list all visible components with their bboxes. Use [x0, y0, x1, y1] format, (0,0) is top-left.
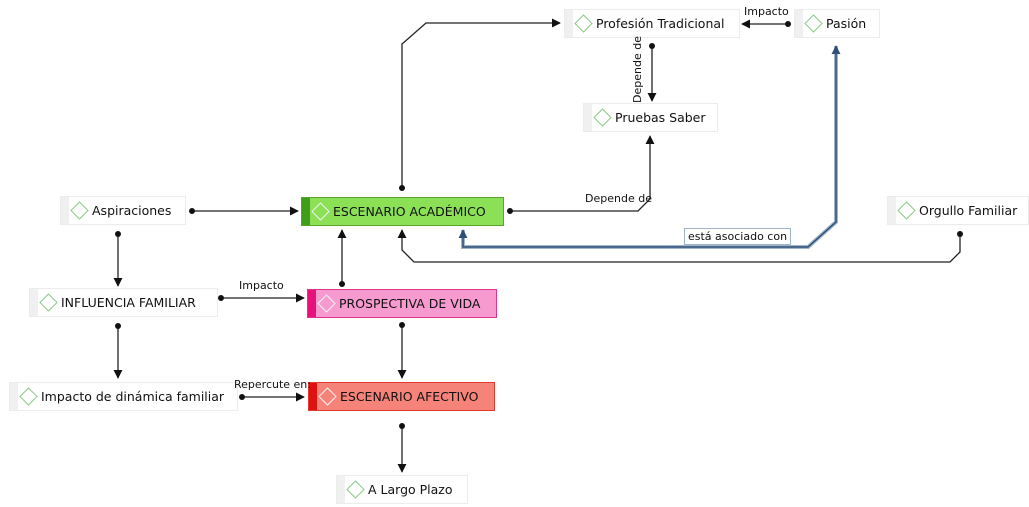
connector-dot	[399, 185, 405, 191]
node-label: A Largo Plazo	[368, 482, 453, 497]
node-label: ESCENARIO ACADÉMICO	[333, 204, 486, 219]
node-orgullo-familiar[interactable]: Orgullo Familiar	[887, 196, 1029, 225]
node-escenario-afectivo[interactable]: ESCENARIO AFECTIVO	[308, 382, 495, 411]
diamond-icon	[318, 387, 337, 406]
diamond-icon	[317, 294, 336, 313]
diamond-icon	[346, 480, 365, 499]
node-label: INFLUENCIA FAMILIAR	[61, 295, 196, 310]
connector-dot	[399, 423, 405, 429]
diamond-icon	[804, 14, 823, 33]
node-impacto-dinamica-familiar[interactable]: Impacto de dinámica familiar	[9, 382, 238, 411]
node-pruebas-saber[interactable]: Pruebas Saber	[583, 103, 718, 132]
diamond-icon	[897, 201, 916, 220]
node-a-largo-plazo[interactable]: A Largo Plazo	[336, 475, 468, 504]
node-label: Orgullo Familiar	[919, 203, 1018, 218]
edge-label-impacto-mid: Impacto	[239, 279, 284, 292]
diamond-icon	[39, 293, 58, 312]
edge-label-asociado[interactable]: está asociado con	[684, 228, 792, 245]
connector-dot	[189, 208, 195, 214]
node-label: Pruebas Saber	[615, 110, 706, 125]
edge-academico-profesion[interactable]	[401, 18, 561, 186]
diamond-icon	[19, 387, 38, 406]
connector-dot	[218, 295, 224, 301]
node-label: ESCENARIO AFECTIVO	[340, 389, 479, 404]
node-prospectiva-de-vida[interactable]: PROSPECTIVA DE VIDA	[307, 289, 497, 318]
connector-dot	[957, 231, 963, 237]
connector-dot	[115, 231, 121, 237]
connector-dot	[507, 208, 513, 214]
diamond-icon	[70, 201, 89, 220]
node-label: Pasión	[826, 16, 867, 31]
connector-dot	[115, 323, 121, 329]
edge-orgullo-academico[interactable]	[397, 229, 961, 263]
diamond-icon	[593, 108, 612, 127]
edge-label-repercute: Repercute en:	[234, 378, 311, 391]
node-influencia-familiar[interactable]: INFLUENCIA FAMILIAR	[29, 288, 218, 317]
connector-dot	[239, 394, 245, 400]
diamond-icon	[311, 202, 330, 221]
node-label: Profesión Tradicional	[596, 16, 725, 31]
node-label: PROSPECTIVA DE VIDA	[339, 296, 481, 311]
connector-dot	[399, 322, 405, 328]
node-label: Aspiraciones	[92, 203, 172, 218]
node-pasion[interactable]: Pasión	[794, 9, 880, 38]
node-escenario-academico[interactable]: ESCENARIO ACADÉMICO	[301, 197, 504, 226]
edge-label-depende-mid: Depende de	[585, 192, 652, 205]
connector-dot	[339, 281, 345, 287]
node-aspiraciones[interactable]: Aspiraciones	[60, 196, 186, 225]
node-profesion-tradicional[interactable]: Profesión Tradicional	[564, 9, 740, 38]
edge-label-impacto-top: Impacto	[744, 5, 789, 18]
node-label: Impacto de dinámica familiar	[41, 389, 225, 404]
diamond-icon	[574, 14, 593, 33]
connector-dot	[785, 21, 791, 27]
connector-dot	[649, 43, 655, 49]
edge-label-depende-vertical: Depende de	[631, 36, 644, 103]
